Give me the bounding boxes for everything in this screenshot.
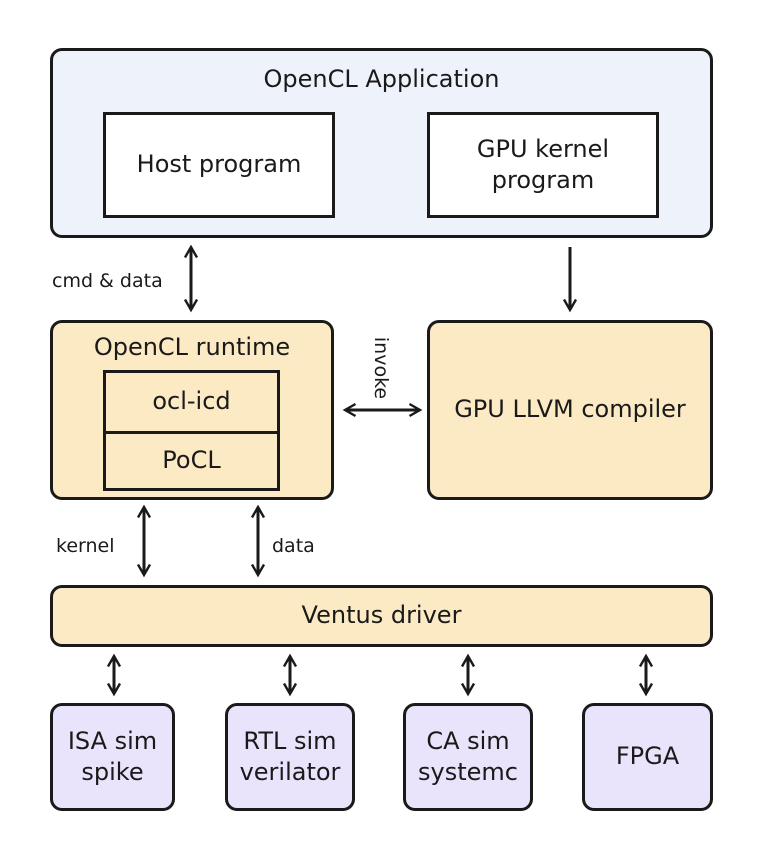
backend-fpga-label: FPGA [615,742,680,771]
gpu-llvm-compiler-box: GPU LLVM compiler [427,320,713,500]
ventus-driver-box: Ventus driver [50,585,713,647]
backend-isa-sim-box: ISA sim spike [50,703,175,811]
ocl-icd-label: ocl-icd [152,387,231,416]
gpu-llvm-compiler-label: GPU LLVM compiler [454,395,686,424]
backend-ca-sim-line2: systemc [418,758,518,786]
pocl-box: PoCL [103,431,280,491]
cmd-data-label: cmd & data [52,270,163,292]
backend-rtl-sim-box: RTL sim verilator [225,703,355,811]
backend-isa-sim-line2: spike [81,758,144,786]
host-program-label: Host program [136,150,302,179]
data-label: data [272,535,315,557]
backend-ca-sim-line1: CA sim [426,726,510,755]
gpu-kernel-program-label-line2: program [491,166,595,194]
backend-rtl-sim-line1: RTL sim [243,726,337,755]
gpu-kernel-program-label-line1: GPU kernel [476,134,610,163]
backend-ca-sim-box: CA sim systemc [403,703,533,811]
host-program-box: Host program [103,112,335,218]
kernel-label: kernel [56,535,115,557]
backend-isa-sim-line1: ISA sim [67,726,158,755]
ventus-driver-label: Ventus driver [301,601,462,630]
ocl-icd-box: ocl-icd [103,370,280,434]
backend-fpga-box: FPGA [582,703,713,811]
pocl-label: PoCL [162,446,221,475]
backend-rtl-sim-line2: verilator [239,758,341,786]
opencl-runtime-title: OpenCL runtime [93,333,291,361]
gpu-kernel-program-box: GPU kernel program [427,112,659,218]
opencl-application-title: OpenCL Application [263,65,500,93]
